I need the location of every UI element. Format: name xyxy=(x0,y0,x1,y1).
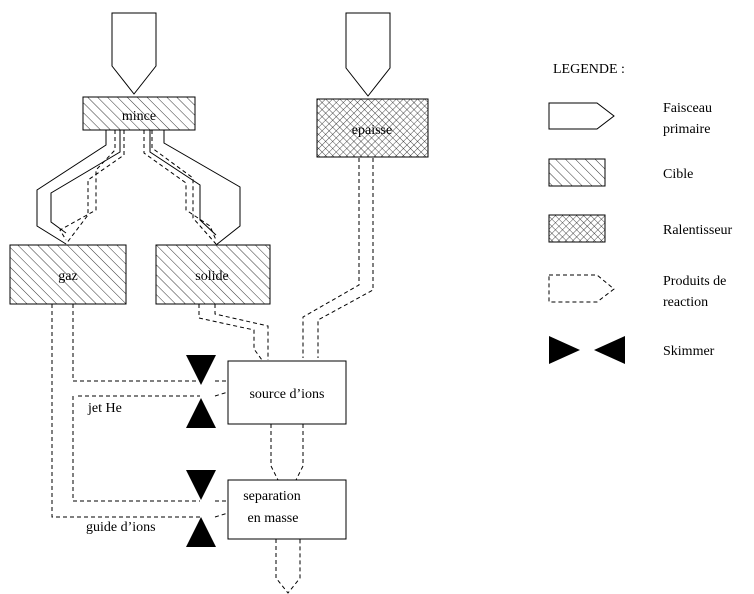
label-separation-2: en masse xyxy=(248,511,299,526)
reaction-path-solide xyxy=(198,304,269,361)
separation-box xyxy=(227,479,347,540)
label-source: source d’ions xyxy=(249,387,324,402)
label-solide: solide xyxy=(195,269,228,284)
legend-icon-beam xyxy=(548,102,615,130)
skimmer-separation xyxy=(186,470,216,547)
legend-label-cible: Cible xyxy=(663,167,693,182)
beam-branches xyxy=(36,130,241,246)
skimmer-source xyxy=(186,355,216,428)
legend-label-beam-1: Faisceau xyxy=(663,101,712,116)
legend-icon-produits xyxy=(548,274,615,303)
source-ions-box xyxy=(227,360,347,425)
label-mince: mince xyxy=(122,109,156,124)
legend-label-ralentisseur: Ralentisseur xyxy=(663,223,733,238)
target-mince xyxy=(82,96,196,131)
target-solide xyxy=(155,244,271,305)
jet-paths xyxy=(51,304,229,518)
label-epaisse: epaisse xyxy=(352,123,392,138)
beam-arrow-mince xyxy=(111,12,157,95)
label-separation-1: separation xyxy=(243,489,301,504)
reaction-branches-mince xyxy=(59,130,217,245)
legend-icon-skimmer xyxy=(549,336,625,364)
legend-label-beam-2: primaire xyxy=(663,122,710,137)
label-gaz: gaz xyxy=(58,269,77,284)
legend-label-produits-1: Produits de xyxy=(663,274,726,289)
reaction-path-epaisse xyxy=(302,158,374,358)
beam-arrow-epaisse xyxy=(345,12,391,97)
legend-title: LEGENDE : xyxy=(553,62,625,77)
legend: LEGENDE : Faisceau primaire Cible Ralent… xyxy=(548,62,733,364)
path-source-separation xyxy=(270,424,304,481)
output-arrow xyxy=(275,539,301,594)
legend-label-produits-2: reaction xyxy=(663,295,708,310)
legend-label-skimmer: Skimmer xyxy=(663,344,715,359)
label-guide: guide d’ions xyxy=(86,520,156,535)
legend-icon-cible xyxy=(548,158,606,187)
label-jet: jet He xyxy=(87,401,122,416)
target-gaz xyxy=(9,244,127,305)
